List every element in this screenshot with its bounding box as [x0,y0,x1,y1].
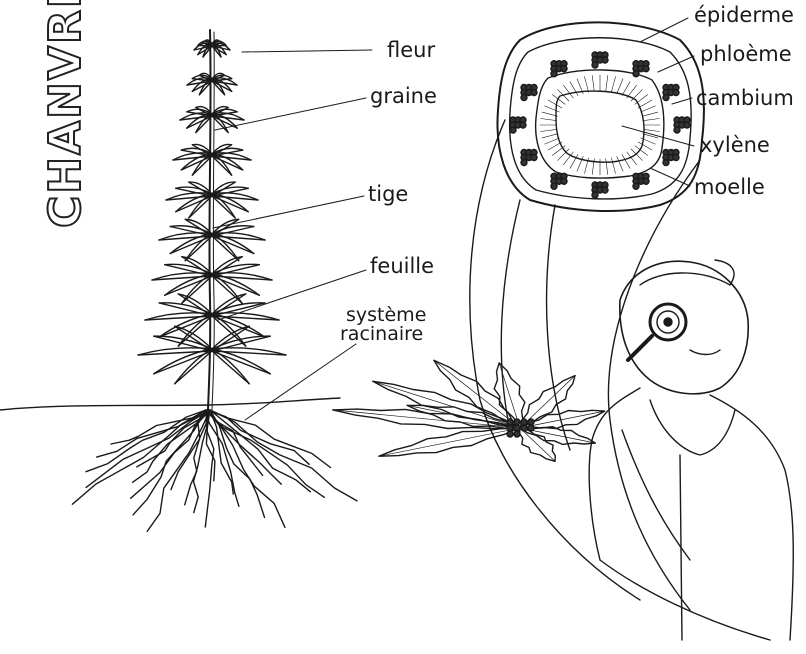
ground-line [0,398,340,410]
label-moelle: moelle [694,177,765,198]
label-feuille: feuille [370,256,434,277]
label-phloeme: phloème [700,44,792,65]
label-epiderme: épiderme [694,5,794,26]
hemp-plant-drawing [138,30,286,410]
stem-cross-section [497,22,703,211]
scientist-drawing [589,260,793,640]
label-xylene: xylène [700,135,770,156]
label-leaders [213,18,694,420]
label-tige: tige [368,184,408,205]
magnify-cone-right [608,160,700,610]
seedling-drawing [333,360,605,461]
label-graine: graine [370,86,437,107]
label-cambium: cambium [696,88,794,109]
label-racinaire: racinaire [340,325,423,344]
root-system-drawing [72,410,357,531]
magnify-cone-left [470,120,640,600]
label-fleur: fleur [387,40,435,61]
